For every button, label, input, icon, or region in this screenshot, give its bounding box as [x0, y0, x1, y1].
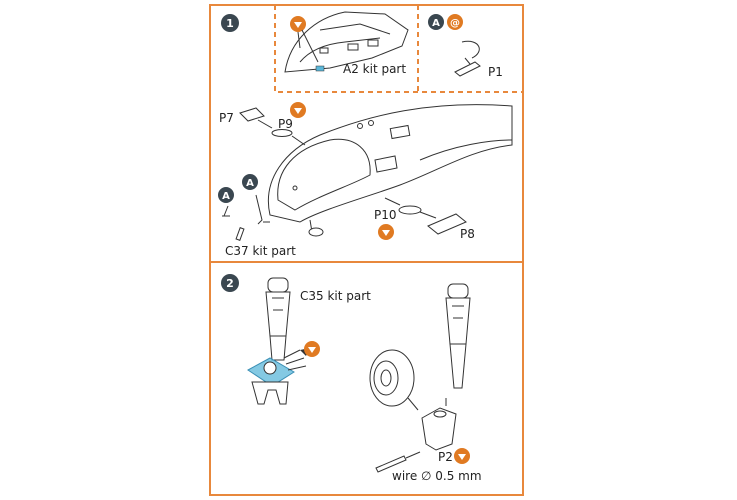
antenna-part — [222, 205, 230, 217]
at-badge: @ — [447, 14, 463, 30]
p7-label: P7 — [219, 111, 234, 125]
p7-part — [239, 107, 265, 122]
photoetch-icon — [290, 102, 306, 118]
step2-frame — [209, 261, 524, 496]
svg-text:A: A — [222, 191, 230, 202]
photoetch-icon — [454, 448, 470, 464]
svg-text:A: A — [432, 18, 440, 29]
p1-part — [454, 40, 481, 77]
step1-number-badge: 1 — [221, 14, 239, 32]
a-badge: A — [242, 174, 258, 190]
nose-gear-leg-left — [247, 277, 295, 405]
a-badge: A — [218, 187, 234, 203]
c37-label: C37 kit part — [225, 244, 296, 258]
pointer-arrow — [419, 211, 437, 219]
svg-text:A: A — [246, 178, 254, 189]
c35-label: C35 kit part — [300, 289, 371, 303]
p8-part — [427, 213, 467, 235]
antenna-part — [255, 194, 263, 225]
photoetch-icon — [290, 16, 306, 32]
svg-text:1: 1 — [226, 17, 234, 30]
wire-label: wire ∅ 0.5 mm — [392, 469, 482, 483]
pointer-arrow — [301, 29, 319, 63]
a2-highlight-mark — [315, 65, 325, 72]
pointer-arrow — [384, 197, 401, 206]
p10-part — [398, 205, 422, 215]
a-badge: A — [428, 14, 444, 30]
p9-part — [271, 129, 293, 137]
p2-part — [421, 407, 457, 451]
pointer-arrow — [405, 451, 421, 459]
fuselage-drawing — [268, 104, 513, 237]
p8-label: P8 — [460, 227, 475, 241]
pointer-arrow — [297, 31, 301, 49]
p10-label: P10 — [374, 208, 397, 222]
svg-text:@: @ — [450, 18, 460, 29]
p9-label: P9 — [278, 117, 293, 131]
pointer-arrow — [407, 397, 419, 411]
photoetch-icon — [304, 341, 320, 357]
p2-label: P2 — [438, 450, 453, 464]
wheel — [369, 349, 415, 407]
step2-number-badge: 2 — [221, 274, 239, 292]
nose-gear-leg-right — [445, 283, 471, 389]
wire-part — [375, 455, 407, 473]
a2-label: A2 kit part — [343, 62, 406, 76]
photoetch-icon — [378, 224, 394, 240]
p1-label: P1 — [488, 65, 503, 79]
svg-text:2: 2 — [226, 277, 234, 290]
pointer-arrow — [291, 135, 306, 146]
pointer-arrow — [257, 119, 273, 129]
inset-dashed-box — [274, 5, 523, 93]
c37-part — [235, 227, 245, 241]
